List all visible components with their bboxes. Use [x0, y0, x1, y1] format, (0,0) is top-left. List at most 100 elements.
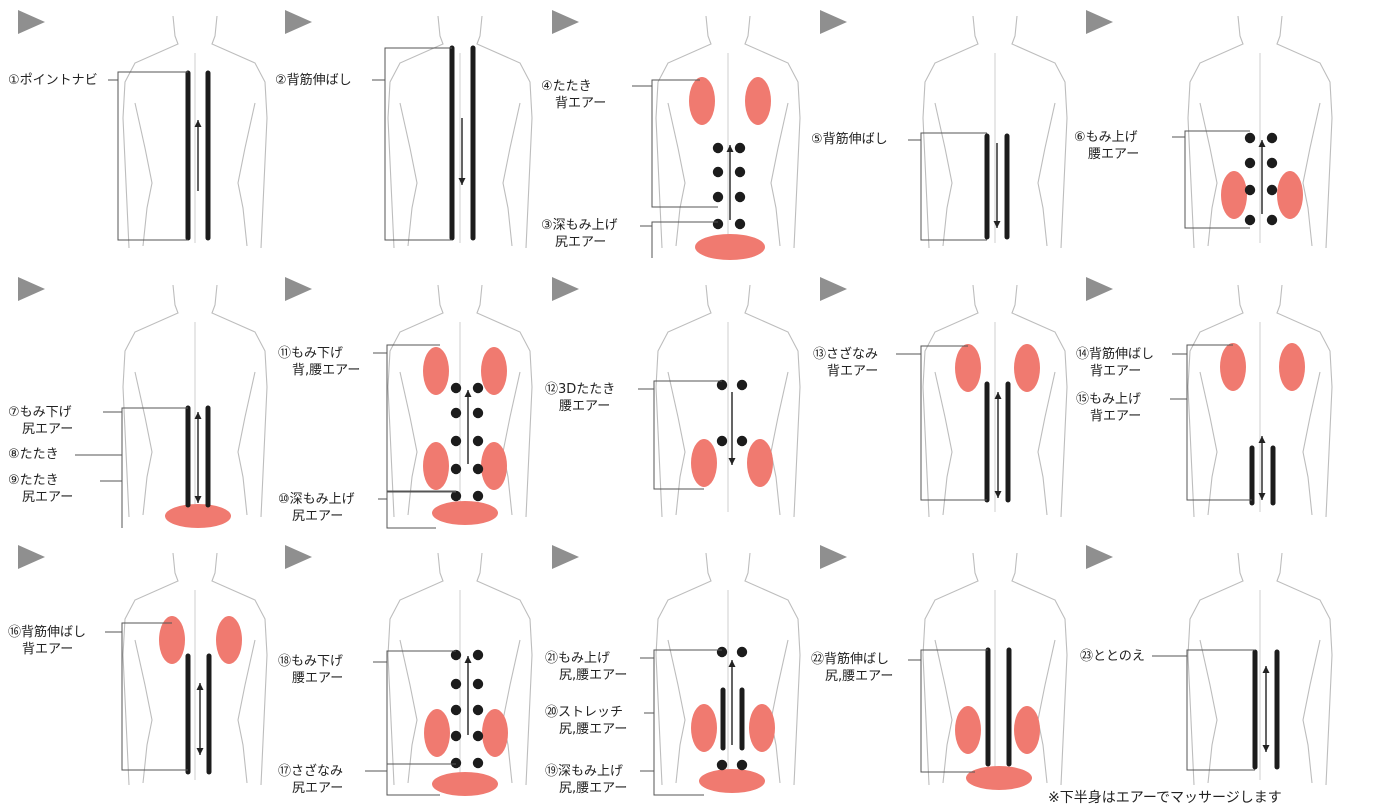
- air-zone: [1220, 343, 1246, 391]
- air-zone: [481, 442, 507, 490]
- step-label: ⑧たたき: [8, 447, 59, 462]
- arrow-head: [197, 683, 204, 690]
- step-label: ㉓ととのえ: [1080, 649, 1145, 664]
- air-zone: [1221, 171, 1247, 219]
- step-label: ㉒背筋伸ばし: [811, 651, 889, 667]
- air-zone: [1279, 343, 1305, 391]
- arrow-head: [465, 390, 472, 397]
- panel-p1: ①ポイントナビ: [8, 10, 267, 248]
- arrow-head: [1263, 745, 1270, 752]
- massage-point: [473, 731, 483, 741]
- air-zone: [966, 766, 1032, 790]
- massage-point: [451, 383, 461, 393]
- massage-point: [451, 758, 461, 768]
- massage-point: [713, 143, 723, 153]
- massage-point: [717, 647, 727, 657]
- air-zone: [691, 704, 717, 752]
- massage-point: [473, 464, 483, 474]
- play-marker-icon: [820, 277, 847, 301]
- step-label: 尻,腰エアー: [559, 722, 627, 737]
- play-marker-icon: [1086, 10, 1113, 34]
- play-marker-icon: [18, 545, 45, 569]
- air-zone: [432, 772, 498, 796]
- leader-line: [1152, 650, 1255, 770]
- arrow-head: [1263, 666, 1270, 673]
- step-label: ⑩深もみ上げ: [278, 492, 355, 507]
- massage-point: [737, 760, 747, 770]
- air-zone: [423, 347, 449, 395]
- step-label: ⑪もみ下げ: [278, 346, 343, 361]
- arrow-head: [995, 491, 1002, 498]
- massage-point: [1267, 215, 1277, 225]
- step-label: ④たたき: [541, 79, 592, 94]
- air-zone: [1014, 706, 1040, 754]
- panel-p4: ⑤背筋伸ばし: [811, 10, 1067, 248]
- step-label: 背エアー: [1090, 364, 1141, 379]
- air-zone: [747, 439, 773, 487]
- massage-point: [451, 679, 461, 689]
- massage-point: [473, 705, 483, 715]
- massage-point: [1267, 158, 1277, 168]
- massage-point: [1267, 133, 1277, 143]
- step-label: ⑫3Dたたき: [545, 382, 615, 397]
- step-label: ㉑もみ上げ: [545, 651, 610, 666]
- massage-point: [717, 760, 727, 770]
- step-label: 背エアー: [555, 96, 606, 111]
- step-label: ⑨たたき: [8, 473, 59, 488]
- massage-point: [473, 758, 483, 768]
- arrow-head: [465, 656, 472, 663]
- step-label: ⑳ストレッチ: [545, 705, 623, 720]
- play-marker-icon: [18, 10, 45, 34]
- step-label: ⑭背筋伸ばし: [1076, 346, 1154, 362]
- massage-point: [473, 383, 483, 393]
- step-label: 背エアー: [22, 642, 73, 657]
- massage-point: [473, 408, 483, 418]
- leader-line: [365, 764, 456, 771]
- arrow-head: [729, 458, 736, 465]
- play-marker-icon: [552, 277, 579, 301]
- arrow-head: [995, 392, 1002, 399]
- massage-point: [737, 436, 747, 446]
- massage-point: [1245, 185, 1255, 195]
- step-label: 尻エアー: [292, 781, 343, 796]
- air-zone: [1277, 171, 1303, 219]
- massage-point: [737, 647, 747, 657]
- air-zone: [482, 709, 508, 757]
- footnote: ※下半身はエアーでマッサージします: [1048, 787, 1282, 807]
- play-marker-icon: [18, 277, 45, 301]
- panel-p2: ②背筋伸ばし: [275, 10, 532, 248]
- step-label: 腰エアー: [559, 399, 610, 414]
- step-label: ⑱もみ下げ: [278, 654, 343, 669]
- massage-point: [735, 143, 745, 153]
- play-marker-icon: [1086, 545, 1113, 569]
- massage-point: [1267, 185, 1277, 195]
- leader-line: [908, 650, 988, 772]
- massage-point: [735, 219, 745, 229]
- step-label: 尻エアー: [555, 235, 606, 250]
- massage-point: [713, 219, 723, 229]
- massage-point: [717, 436, 727, 446]
- step-label: 腰エアー: [1088, 147, 1139, 162]
- step-label: 尻エアー: [22, 490, 73, 505]
- step-label: ②背筋伸ばし: [275, 72, 352, 88]
- air-zone: [423, 442, 449, 490]
- step-label: ⑲深もみ上げ: [545, 764, 623, 779]
- air-zone: [432, 501, 498, 525]
- panel-p12: ⑱もみ下げ腰エアー ⑰さざなみ尻エアー: [278, 545, 532, 796]
- step-label: ⑬さざなみ: [813, 346, 878, 362]
- play-marker-icon: [820, 545, 847, 569]
- step-label: 背,腰エアー: [292, 363, 360, 378]
- air-zone: [695, 234, 765, 260]
- air-zone: [424, 709, 450, 757]
- massage-point: [451, 705, 461, 715]
- air-zone: [745, 77, 771, 125]
- step-label: 腰エアー: [292, 671, 343, 686]
- panel-p11: ⑯背筋伸ばし背エアー: [8, 545, 267, 785]
- massage-point: [473, 436, 483, 446]
- arrow-head: [195, 412, 202, 419]
- step-label: ⑰さざなみ: [278, 763, 343, 779]
- arrow-head: [729, 660, 736, 667]
